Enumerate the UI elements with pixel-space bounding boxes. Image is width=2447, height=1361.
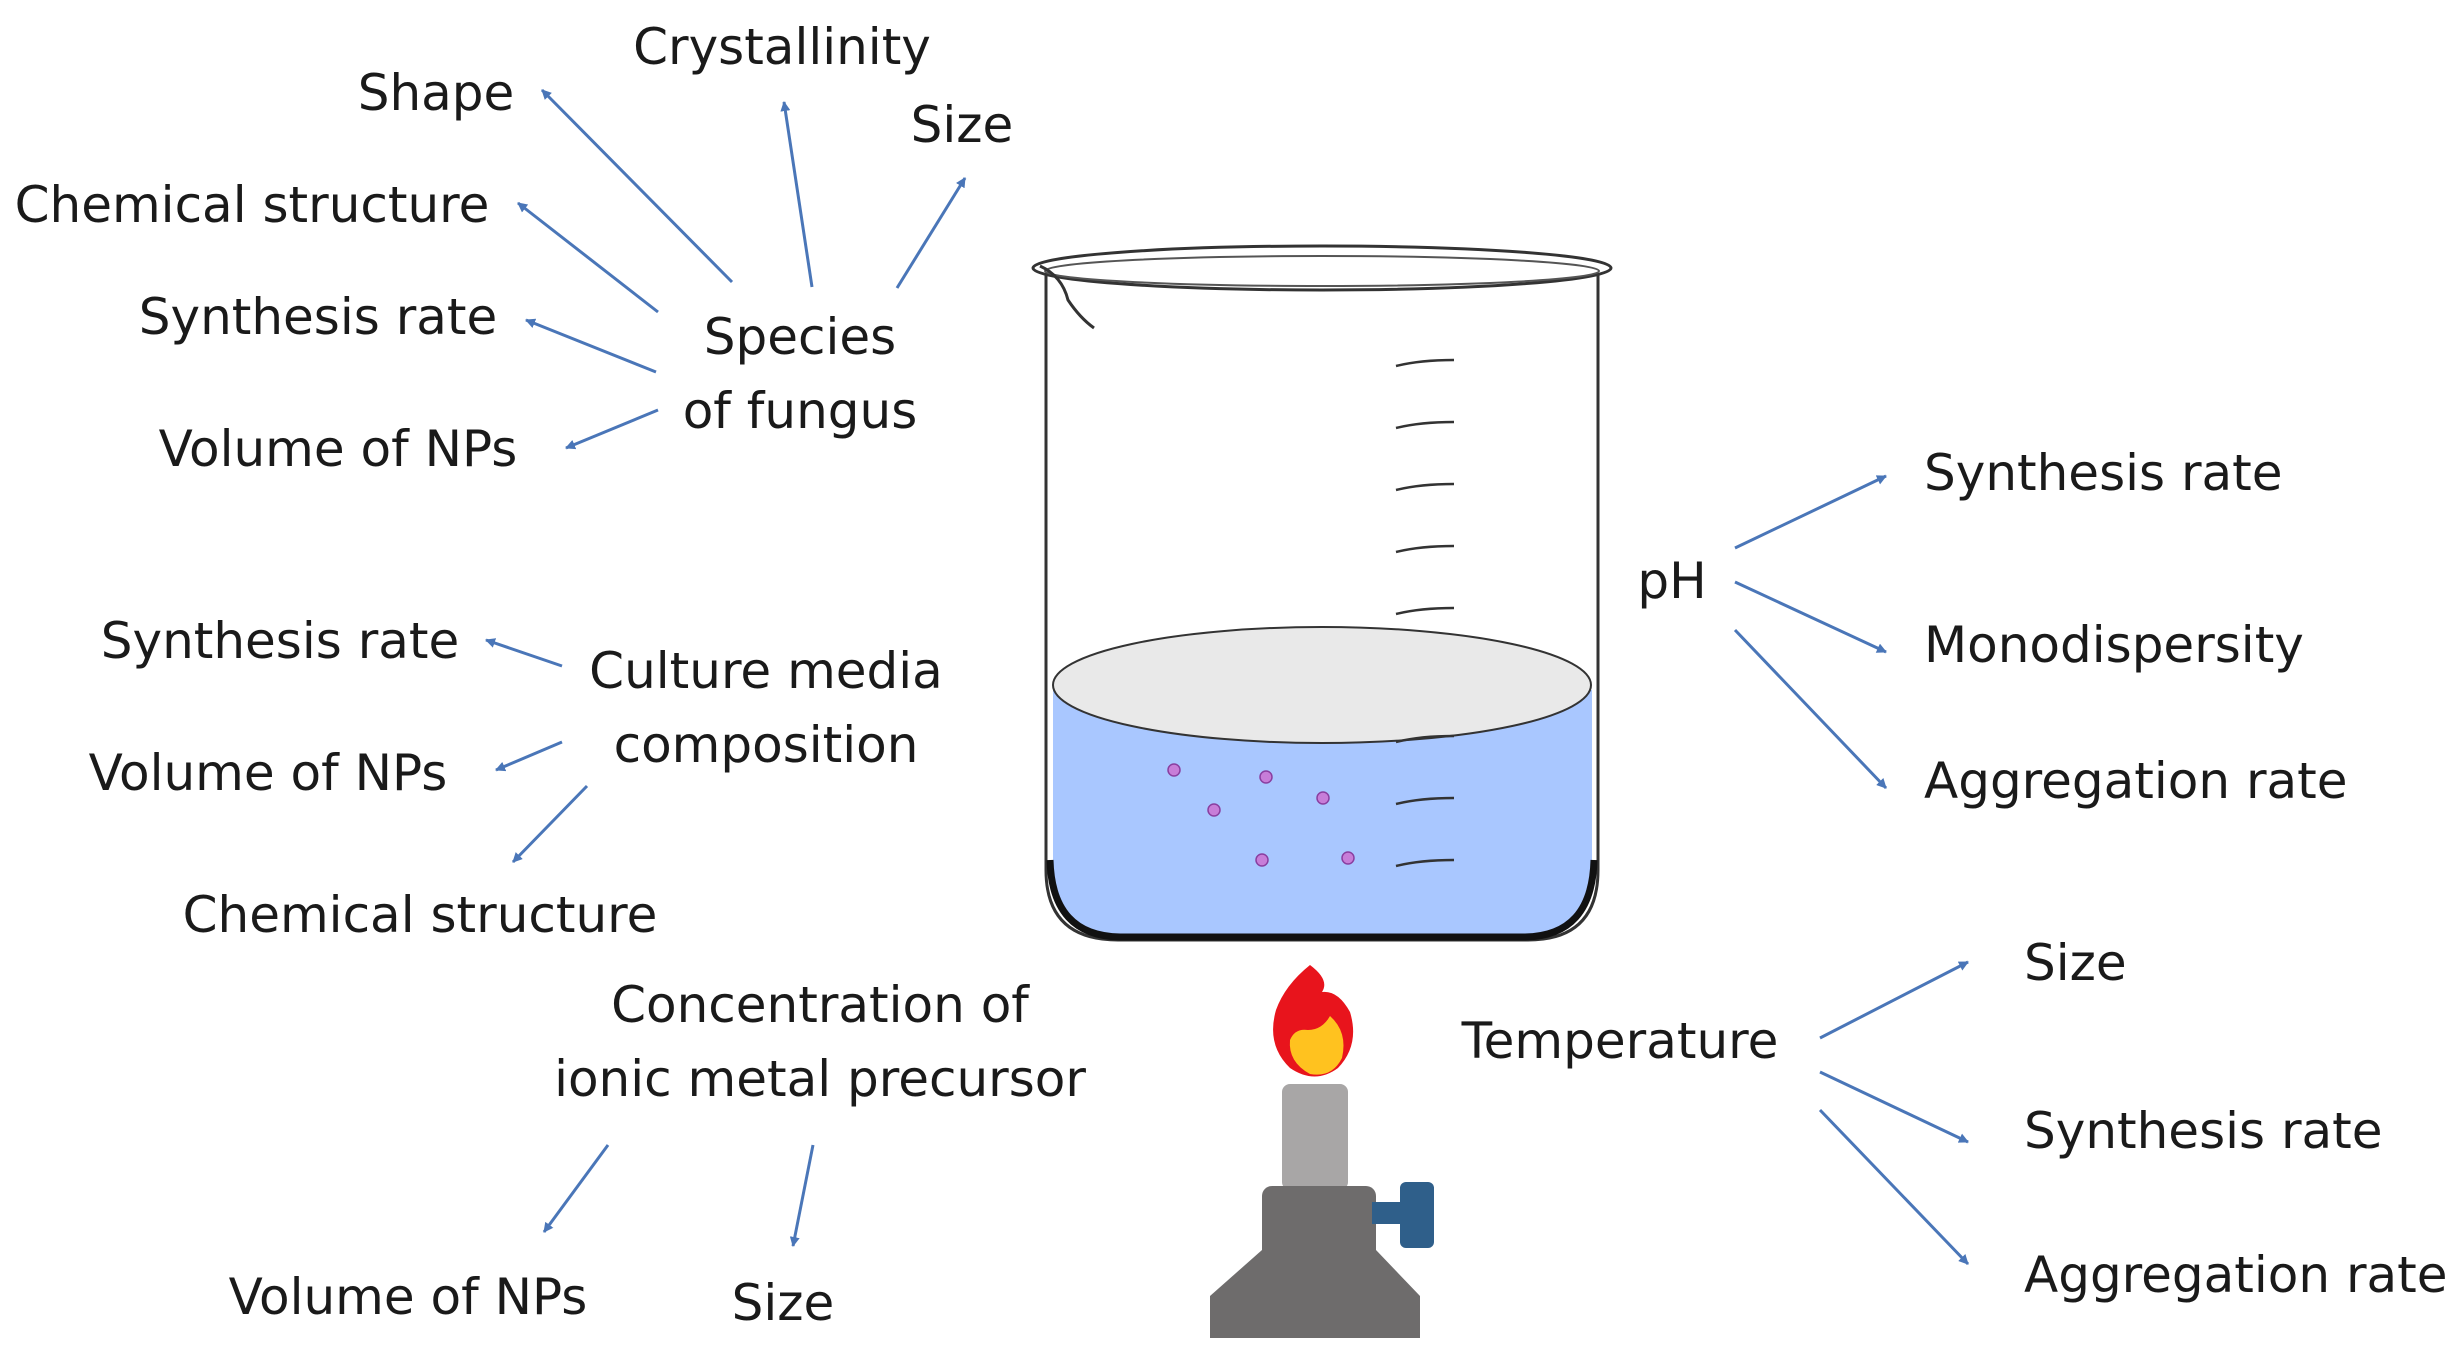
species-effect-synthesis-rate: Synthesis rate bbox=[139, 288, 498, 346]
species-effect-volume-of-nps: Volume of NPs bbox=[159, 420, 518, 478]
beaker-spout bbox=[1039, 264, 1095, 330]
temperature-effect-aggregation-rate: Aggregation rate bbox=[2024, 1246, 2447, 1304]
bunsen-burner-icon bbox=[1210, 965, 1434, 1338]
species-title-line2: of fungus bbox=[683, 382, 918, 440]
beaker-liquid bbox=[1053, 690, 1592, 935]
beaker-liquid-surface bbox=[1052, 626, 1592, 744]
beaker-rim bbox=[1031, 244, 1613, 292]
concentration-effect-size: Size bbox=[732, 1274, 835, 1332]
species-effect-size: Size bbox=[911, 96, 1014, 154]
concentration-effect-volume-of-nps: Volume of NPs bbox=[229, 1268, 588, 1326]
burner-tube bbox=[1282, 1084, 1348, 1190]
burner-base bbox=[1210, 1250, 1420, 1338]
nanoparticles bbox=[1167, 763, 1355, 867]
culture-effect-volume-of-nps: Volume of NPs bbox=[89, 744, 448, 802]
ph-effect-synthesis-rate: Synthesis rate bbox=[1924, 444, 2283, 502]
species-title-line1: Species bbox=[704, 308, 896, 366]
arrows bbox=[485, 88, 1970, 1266]
concentration-title-line1: Concentration of bbox=[611, 976, 1030, 1034]
flame-icon bbox=[1273, 965, 1354, 1077]
ph-effect-monodispersity: Monodispersity bbox=[1924, 616, 2304, 674]
culture-title-line2: composition bbox=[614, 716, 919, 774]
beaker-icon bbox=[1031, 244, 1613, 942]
temperature-effect-size: Size bbox=[2024, 934, 2127, 992]
temperature-effect-synthesis-rate: Synthesis rate bbox=[2024, 1102, 2383, 1160]
ph-title: pH bbox=[1637, 552, 1706, 610]
ph-effect-aggregation-rate: Aggregation rate bbox=[1924, 752, 2348, 810]
culture-effect-synthesis-rate: Synthesis rate bbox=[101, 612, 460, 670]
concentration-title-line2: ionic metal precursor bbox=[554, 1050, 1086, 1108]
burner-valve-knob bbox=[1400, 1182, 1434, 1248]
species-effect-shape: Shape bbox=[358, 64, 515, 122]
culture-title-line1: Culture media bbox=[589, 642, 943, 700]
species-effect-crystallinity: Crystallinity bbox=[633, 18, 931, 76]
culture-effect-chemical-structure: Chemical structure bbox=[183, 886, 658, 944]
burner-body bbox=[1262, 1186, 1376, 1264]
beaker-graduations bbox=[1395, 358, 1455, 868]
species-effect-chemical-structure: Chemical structure bbox=[15, 176, 490, 234]
temperature-title: Temperature bbox=[1461, 1012, 1779, 1070]
